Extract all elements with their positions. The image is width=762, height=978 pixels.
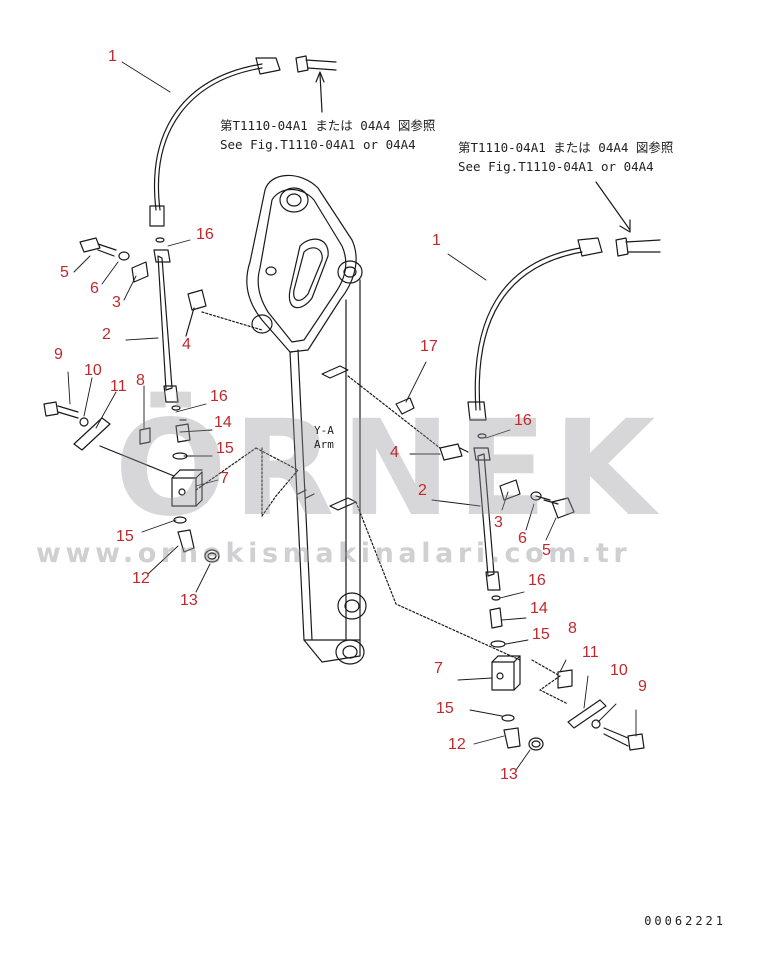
document-number: 00062221 — [644, 914, 726, 928]
callout-left-4: 4 — [182, 336, 191, 353]
watermark-url: www.ornekismakinalari.com.tr — [36, 538, 632, 569]
left-tube — [153, 249, 179, 403]
callout-left-15b: 15 — [116, 528, 134, 545]
callout-right-12: 12 — [448, 736, 466, 753]
callout-right-16b: 16 — [528, 572, 546, 589]
right-hose — [467, 181, 661, 421]
callout-left-5: 5 — [60, 264, 69, 281]
callout-right-11: 11 — [582, 644, 599, 661]
callout-right-3: 3 — [494, 514, 503, 531]
callout-right-10: 10 — [610, 662, 628, 679]
callout-right-6: 6 — [518, 530, 527, 547]
left-hose — [149, 55, 337, 227]
callout-left-16b: 16 — [210, 388, 228, 405]
callout-right-13: 13 — [500, 766, 518, 783]
callout-left-6: 6 — [90, 280, 99, 297]
callout-left-16a: 16 — [196, 226, 214, 243]
callout-leaders — [67, 61, 637, 771]
arm-label-text: Arm — [314, 438, 334, 451]
reference-note-right-en: See Fig.T1110-04A1 or 04A4 — [458, 159, 654, 174]
reference-note-right: 第T1110-04A1 または 04A4 図参照 See Fig.T1110-04… — [458, 138, 673, 176]
callout-right-9: 9 — [638, 678, 647, 695]
reference-note-left-en: See Fig.T1110-04A1 or 04A4 — [220, 137, 416, 152]
watermark-brand: ÖRNEK — [114, 392, 662, 546]
callout-right-15a: 15 — [532, 626, 550, 643]
callout-left-1: 1 — [108, 48, 117, 65]
callout-right-1: 1 — [432, 232, 441, 249]
right-block-assembly — [355, 433, 645, 751]
callout-right-17: 17 — [420, 338, 438, 355]
right-tube — [473, 447, 501, 591]
callout-right-15b: 15 — [436, 700, 454, 717]
callout-right-5: 5 — [542, 542, 551, 559]
callout-left-2: 2 — [102, 326, 111, 343]
callout-right-8: 8 — [568, 620, 577, 637]
left-fasteners — [79, 237, 263, 337]
callout-left-9: 9 — [54, 346, 63, 363]
callout-left-11: 11 — [110, 378, 127, 395]
callout-right-16a: 16 — [514, 412, 532, 429]
callout-left-13: 13 — [180, 592, 198, 609]
callout-left-15a: 15 — [216, 440, 234, 457]
callout-left-3: 3 — [112, 294, 121, 311]
right-fasteners — [347, 375, 575, 519]
callout-right-4: 4 — [390, 444, 399, 461]
arm-label-code: Y-A — [314, 424, 334, 437]
callout-left-7: 7 — [220, 470, 229, 487]
callout-right-2: 2 — [418, 482, 427, 499]
reference-note-left: 第T1110-04A1 または 04A4 図参照 See Fig.T1110-04… — [220, 116, 435, 154]
callout-left-12: 12 — [132, 570, 150, 587]
reference-note-right-jp: 第T1110-04A1 または 04A4 図参照 — [458, 140, 674, 155]
reference-note-left-jp: 第T1110-04A1 または 04A4 図参照 — [220, 118, 436, 133]
callout-right-7: 7 — [434, 660, 443, 677]
callout-right-14: 14 — [530, 600, 548, 617]
callout-left-14: 14 — [214, 414, 232, 431]
callout-left-8: 8 — [136, 372, 145, 389]
callout-left-10: 10 — [84, 362, 102, 379]
